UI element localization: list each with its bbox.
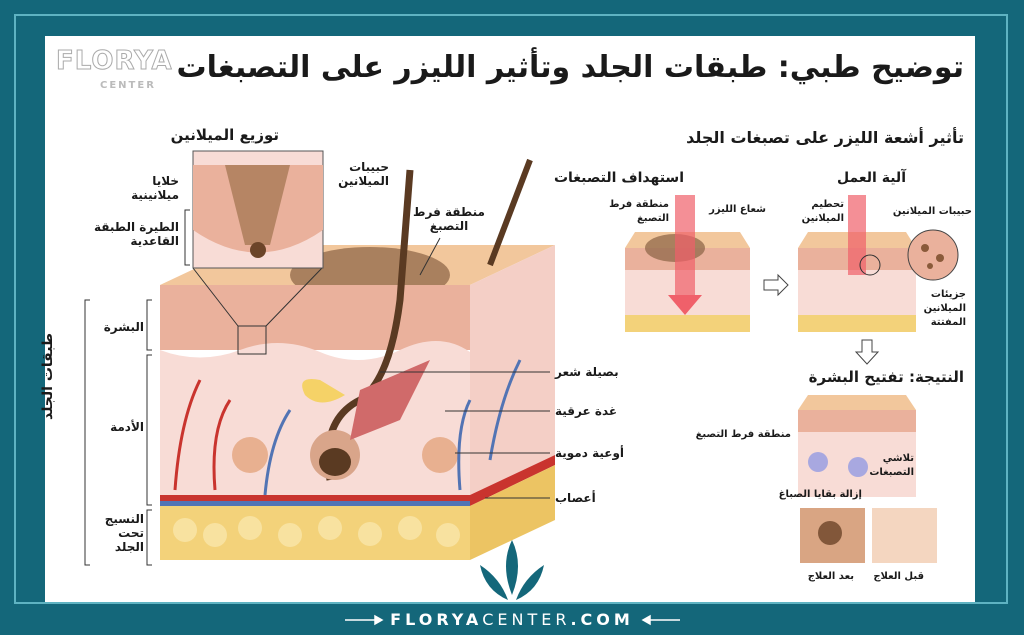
footer-tld: .COM (570, 610, 634, 629)
skin-block (160, 158, 555, 560)
mechanism-diagram (798, 195, 959, 365)
label-melanin-granules: حبيبات الميلانين (338, 160, 389, 188)
footer-brand: FLORYA (390, 610, 483, 629)
brand-logo-icon (480, 540, 544, 600)
label-removal: إزالة بقايا الصباغ (778, 489, 862, 500)
label-laser-beam: شعاع الليزر (709, 204, 766, 215)
label-subcutaneous: النسيج تحت الجلد (104, 512, 144, 554)
label-lines (380, 237, 550, 499)
page-title: توضيح طبي: طبقات الجلد وتأثير الليزر على… (176, 50, 965, 85)
laser-section-title: تأثير أشعة الليزر على تصبغات الجلد (686, 128, 964, 147)
label-epidermis: البشرة (103, 320, 144, 334)
label-fragmented: جزيئات الميلانين المفتتة (923, 289, 966, 328)
result-title: النتيجة: تفتيح البشرة (808, 368, 964, 386)
label-melanin-breakdown: تحطيم الميلانين (801, 199, 844, 224)
label-basal-layer: الطيرة الطبقة القاعدية (93, 220, 179, 248)
mechanism-title: آلية العمل (837, 170, 906, 186)
footer-website[interactable]: FLORYACENTER.COM (0, 604, 1024, 635)
label-before: قبل العلاج (873, 571, 924, 582)
melanin-inset (192, 150, 324, 269)
label-nerves: أعصاب (555, 491, 596, 505)
label-dermis: الأدمة (110, 420, 144, 434)
label-sweat-gland: غدة عرقية (555, 404, 618, 418)
label-result-hyper: منطقة فرط التصبغ (695, 429, 791, 440)
label-after: بعد العلاج (807, 571, 854, 582)
label-melanocytes: خلايا ميلانينية (131, 174, 179, 202)
watermark-sub: CENTER (100, 80, 156, 91)
label-blood-vessels: أوعية دموية (555, 446, 625, 460)
footer-arrows (345, 614, 680, 626)
label-fading: تلاشي التصبغات (869, 453, 914, 478)
outer-frame (14, 14, 1008, 604)
label-target-hyper: منطقة فرط التصبغ (609, 199, 669, 224)
layer-brackets (84, 209, 190, 566)
targeting-title: استهداف التصبغات (553, 170, 684, 186)
melanin-title: توزيع الميلانين (170, 126, 279, 144)
label-skin-layers: طبقات الجلد (40, 332, 56, 420)
targeting-diagram (625, 195, 789, 332)
result-diagram (798, 395, 937, 563)
footer-center: CENTER (482, 610, 571, 629)
label-hair-bulb: بصيلة شعر (555, 365, 619, 379)
label-mech-granules: حبيبات الميلانين (892, 206, 972, 217)
label-hyperpigmentation: منطقة فرط التصبغ (413, 205, 485, 233)
watermark-logo: FLORYA (56, 46, 173, 77)
